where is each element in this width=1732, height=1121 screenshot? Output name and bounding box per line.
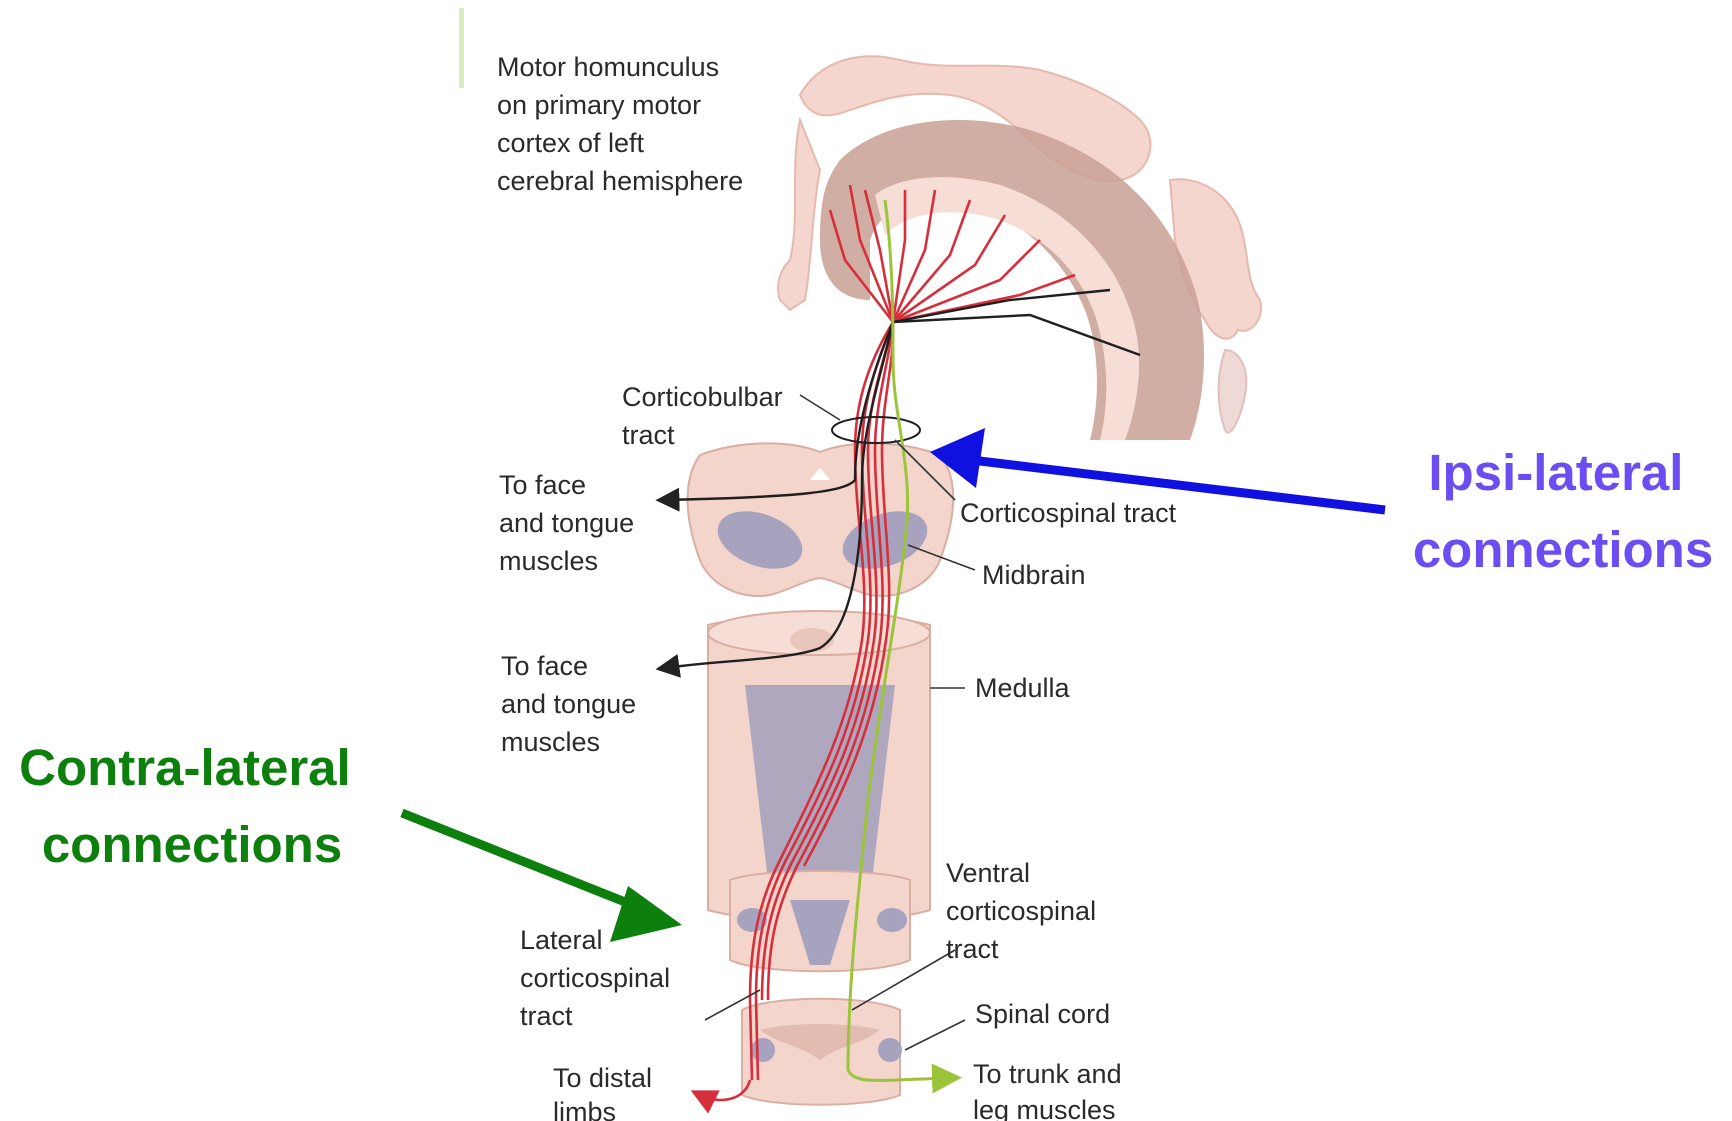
ipsi-lateral-label: Ipsi-lateral connections [1413, 444, 1713, 578]
contra-arrow-head [610, 886, 682, 942]
face-lower-label: To face and tongue muscles [501, 651, 644, 757]
trunk-leg-label: To trunk and leg muscles [973, 1059, 1129, 1121]
cortex-slice [820, 120, 1204, 440]
homunculus-label: Motor homunculus on primary motor cortex… [497, 52, 743, 196]
lateral-corticospinal-label: Lateral corticospinal tract [520, 925, 678, 1031]
spinal-cord-label: Spinal cord [975, 999, 1110, 1029]
corticobulbar-label: Corticobulbar tract [622, 382, 790, 450]
midbrain-label: Midbrain [982, 560, 1086, 590]
midbrain-section [688, 443, 954, 596]
corticospinal-label: Corticospinal tract [960, 498, 1177, 528]
margin-bar [459, 8, 464, 88]
distal-limbs-label: To distal limbs [553, 1063, 660, 1121]
contra-lateral-label: Contra-lateral connections [19, 739, 365, 873]
spinal-cord-lower [742, 999, 902, 1105]
ventral-corticospinal-label: Ventral corticospinal tract [946, 858, 1104, 964]
medulla-label: Medulla [975, 673, 1071, 703]
face-upper-label: To face and tongue muscles [499, 470, 642, 576]
contra-lateral-annotation: Contra-lateral connections [19, 739, 682, 942]
contra-arrow-shaft [402, 813, 640, 908]
